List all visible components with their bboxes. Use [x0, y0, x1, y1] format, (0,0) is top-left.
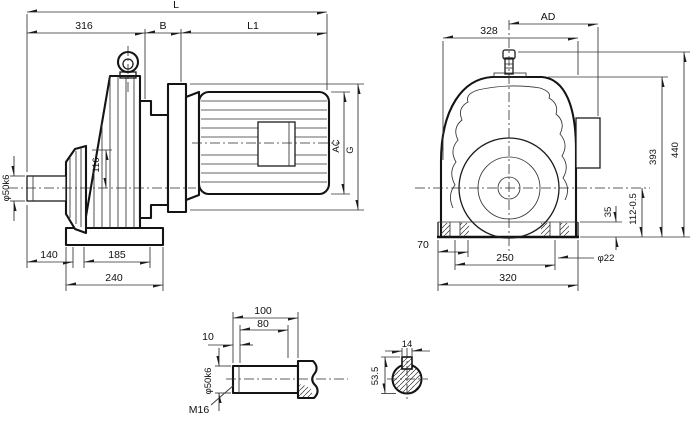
side-view: L 316 B L1 116 φ50k6 140 185 240 AC G — [1, 0, 364, 291]
dim-80: 80 — [257, 318, 269, 330]
broken-section-hatch — [299, 384, 313, 397]
dim-B: B — [159, 20, 166, 32]
dim-L1: L1 — [247, 20, 259, 32]
casting-contour-lines — [450, 85, 568, 209]
motor-bell — [184, 90, 201, 202]
shaft-end-detail: 100 80 10 φ50k6 M16 — [189, 305, 348, 416]
dim-G: G — [345, 146, 356, 153]
dim-35: 35 — [603, 207, 614, 218]
dim-140: 140 — [40, 249, 58, 261]
dim-328: 328 — [480, 25, 498, 37]
dim-M16-thread: M16 — [189, 404, 210, 416]
output-shaft — [26, 175, 67, 202]
breather-vent — [493, 49, 527, 78]
foot-hole-sections — [441, 222, 569, 237]
gearbox-fin-lines — [69, 76, 135, 228]
dim-440: 440 — [670, 142, 681, 158]
dim-185: 185 — [108, 249, 126, 261]
terminal-box-front — [575, 117, 601, 169]
dim-393: 393 — [648, 149, 659, 165]
gearbox-body — [82, 74, 142, 230]
detail-shaft — [231, 364, 300, 395]
dim-70: 70 — [417, 239, 429, 251]
dim-L: L — [173, 0, 179, 11]
dim-240: 240 — [105, 272, 123, 284]
motor-fin-lines — [201, 100, 327, 183]
motor-flange-boss — [166, 82, 188, 214]
dim-shaft-diameter: φ50k6 — [1, 175, 12, 202]
dim-AD: AD — [541, 11, 556, 23]
dim-hole-diameter: φ22 — [598, 253, 615, 264]
dim-53-5: 53.5 — [370, 367, 381, 386]
dim-316: 316 — [75, 20, 93, 32]
dim-250: 250 — [496, 252, 514, 264]
dim-key-width: 14 — [402, 339, 413, 350]
dim-10: 10 — [202, 331, 214, 343]
motor-terminal-box-side — [257, 121, 296, 167]
dim-100: 100 — [254, 305, 272, 317]
dim-112: 112-0.5 — [628, 193, 639, 225]
keyway-cross-section: 14 53.5 — [370, 339, 430, 402]
dim-320: 320 — [499, 272, 517, 284]
dim-116: 116 — [91, 157, 102, 172]
front-view: 328 AD 440 393 112-0.5 35 70 250 320 φ22 — [415, 11, 690, 291]
side-view-extension-lines — [10, 14, 364, 291]
gearbox-neck — [138, 99, 170, 220]
dim-AC: AC — [331, 139, 342, 152]
thread-leader-line — [210, 384, 235, 406]
dim-detail-shaft-diameter: φ50k6 — [203, 368, 214, 395]
